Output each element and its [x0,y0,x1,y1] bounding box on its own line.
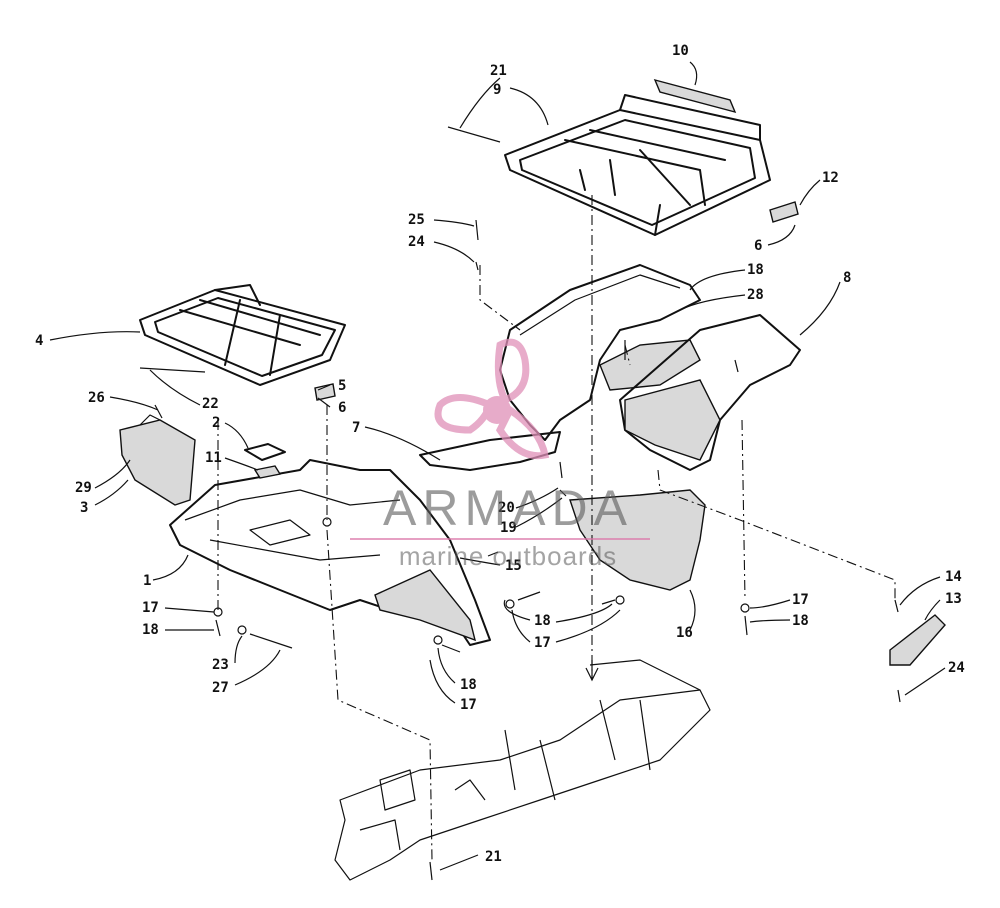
front-rack [139,284,346,401]
callout-21: 21 [490,63,507,79]
alignment-lines [217,195,896,861]
callout-17-right: 17 [792,592,809,608]
leader-lines [49,61,946,871]
callout-17-lower: 17 [460,697,477,713]
rear-rack [447,94,771,236]
callout-18: 18 [747,262,764,278]
callout-18-right: 18 [792,613,809,629]
watermark: ARMADA marine outboards [348,480,668,580]
callout-17-mid: 17 [534,635,551,651]
callout-6-front: 6 [338,400,346,416]
callout-6: 6 [754,238,762,254]
callout-25: 25 [408,212,425,228]
callout-9: 9 [493,82,501,98]
callout-27: 27 [212,680,229,696]
callout-14: 14 [945,569,962,585]
callout-5: 5 [338,378,346,394]
callout-20: 20 [498,500,515,516]
callout-18-left: 18 [142,622,159,638]
callout-12: 12 [822,170,839,186]
rack-bracket-12 [769,201,799,223]
frame [334,659,711,881]
callout-17: 17 [142,600,159,616]
fender-plate-11 [253,465,282,479]
callout-15: 15 [505,558,522,574]
callout-22: 22 [202,396,219,412]
callout-21-lower: 21 [485,849,502,865]
callouts: 10 21 9 12 25 24 6 18 8 28 4 5 26 22 6 2… [35,43,965,865]
footrest-bracket [889,599,946,703]
callout-1: 1 [143,573,151,589]
callout-10: 10 [672,43,689,59]
watermark-rule [350,538,650,540]
watermark-brand: ARMADA [383,480,633,536]
front-fender [169,459,491,646]
alignment-arrow [585,660,599,682]
callout-19: 19 [500,520,517,536]
callout-16: 16 [676,625,693,641]
rear-flap [619,314,801,471]
callout-3: 3 [80,500,88,516]
callout-26: 26 [88,390,105,406]
callout-8: 8 [843,270,851,286]
callout-18-lower: 18 [460,677,477,693]
side-panel [119,404,196,506]
watermark-tagline: marine outboards [398,541,618,571]
callout-24: 24 [408,234,425,250]
callout-4: 4 [35,333,43,349]
callout-7: 7 [352,420,360,436]
callout-24-right: 24 [948,660,965,676]
fender-cap-2 [244,443,286,461]
callout-23: 23 [212,657,229,673]
callout-18-mid: 18 [534,613,551,629]
callout-13: 13 [945,591,962,607]
callout-29: 29 [75,480,92,496]
hardware [213,219,750,881]
callout-28: 28 [747,287,764,303]
watermark-logo [434,338,550,460]
rear-side-fender [569,489,706,591]
callout-11: 11 [205,450,222,466]
callout-2: 2 [212,415,220,431]
rack-pad [653,78,737,114]
